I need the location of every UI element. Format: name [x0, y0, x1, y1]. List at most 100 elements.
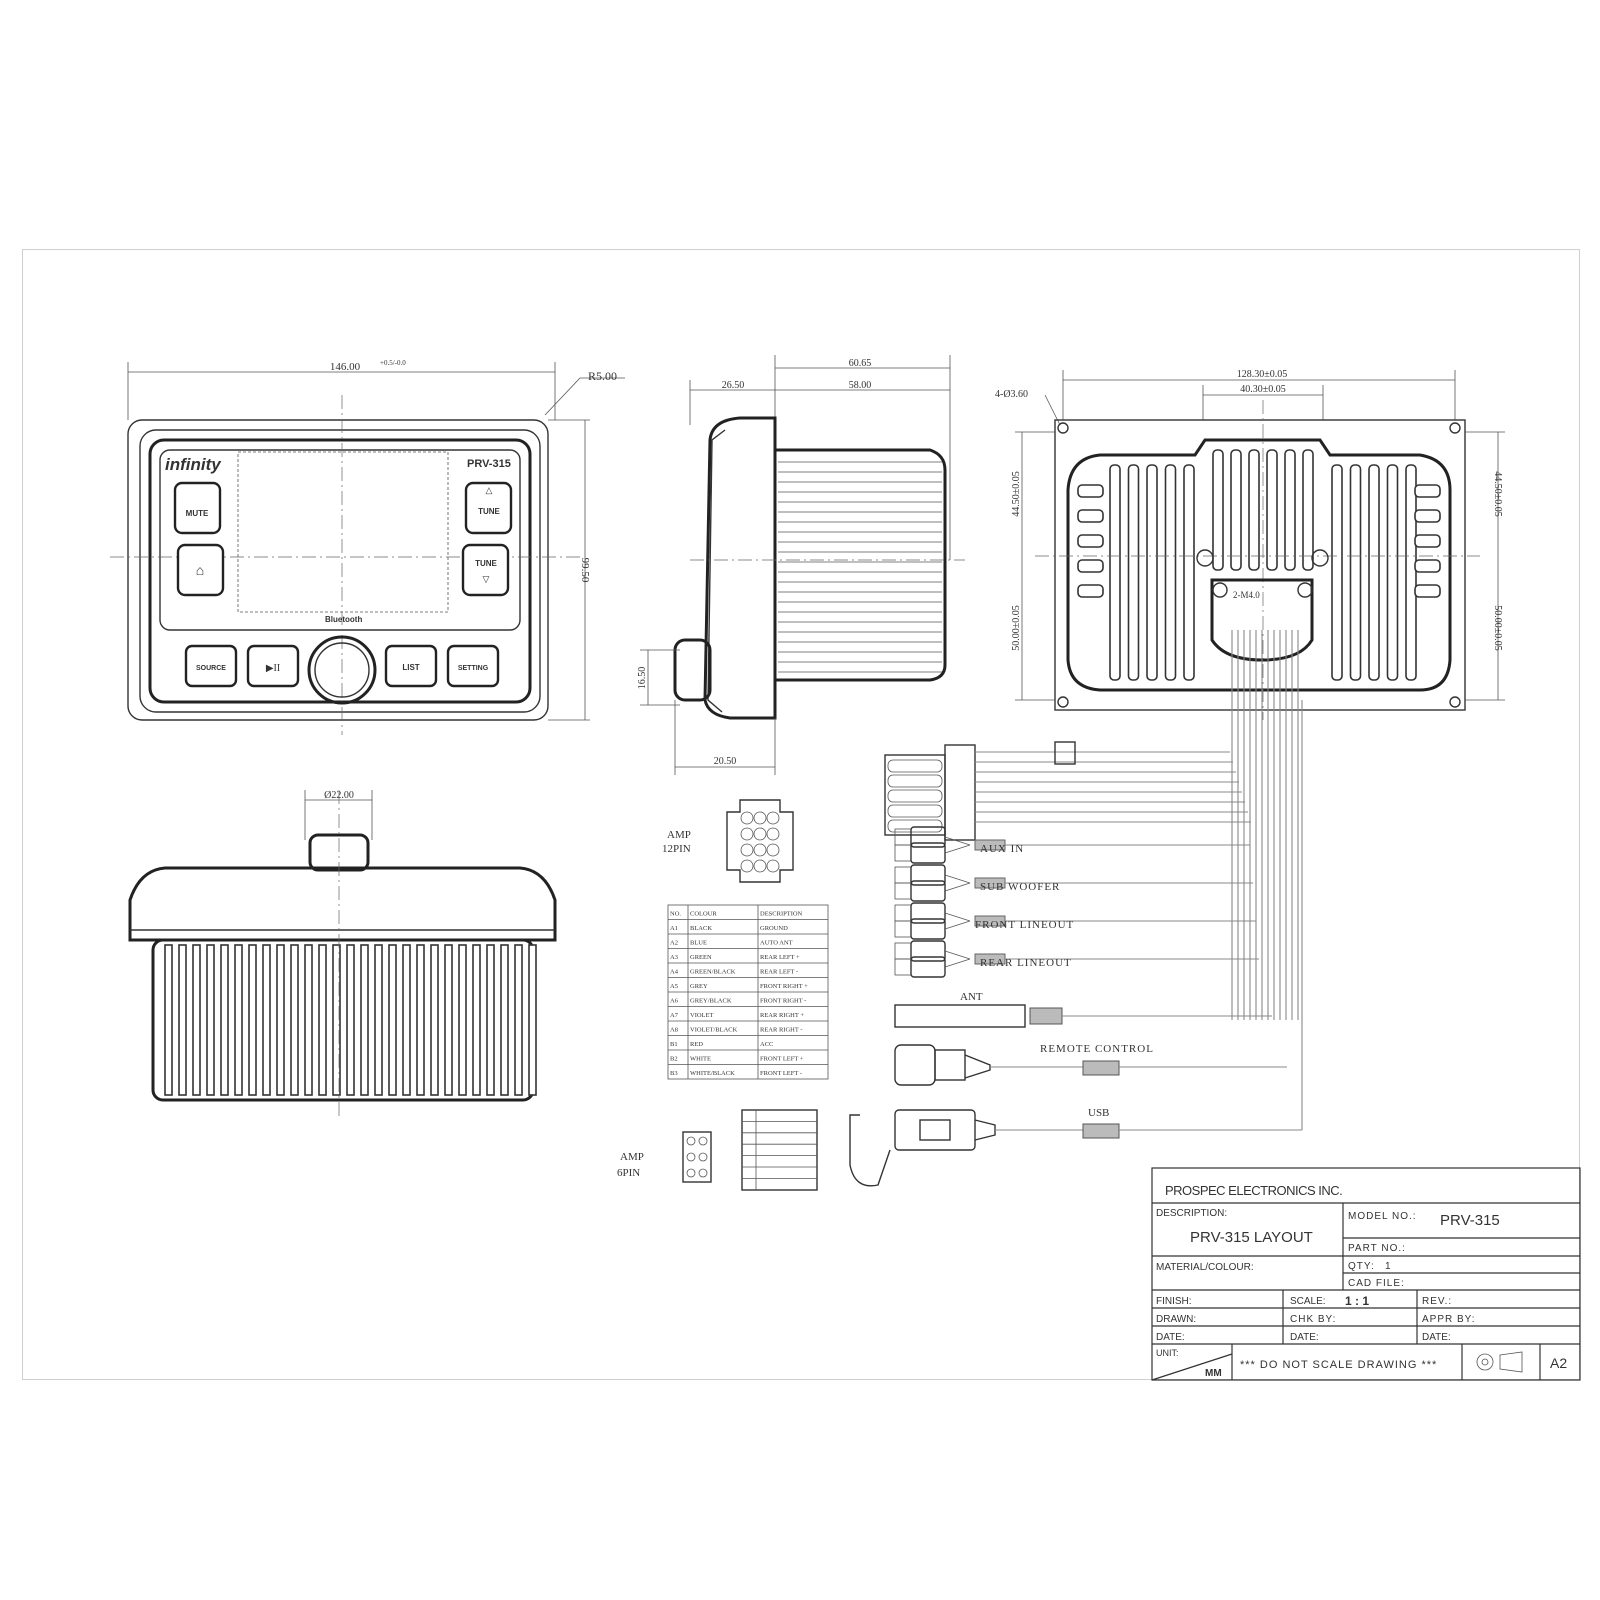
rca-shell [894, 942, 912, 960]
rear-fin [1183, 464, 1195, 681]
rca-shell [894, 828, 912, 846]
cad-file-label: CAD FILE: [1348, 1278, 1405, 1289]
rca-plug [910, 956, 946, 978]
top-fin [458, 944, 467, 1096]
rear-side-fin [1414, 584, 1441, 598]
pin-table-cell: A2 [670, 940, 678, 947]
volume-knob[interactable] [307, 635, 377, 705]
pin-table-cell: B2 [670, 1056, 678, 1063]
rca-plug [910, 902, 946, 924]
rear-side-fin [1414, 534, 1441, 548]
finish-label: FINISH: [1156, 1296, 1192, 1307]
wiring-harness: AUX IN SUB WOOFER FRONT LINEOUT REAR LIN… [849, 630, 1303, 1187]
source-button[interactable] [184, 644, 238, 688]
company-name: PROSPEC ELECTRONICS INC. [1165, 1183, 1342, 1198]
rca-shell [894, 904, 912, 922]
top-fin [276, 944, 285, 1096]
mute-button[interactable] [173, 481, 222, 535]
model-no-label: MODEL NO.: [1348, 1211, 1417, 1222]
top-fin [234, 944, 243, 1096]
pin-table-cell: REAR RIGHT + [760, 1012, 804, 1019]
setting-button[interactable] [446, 644, 500, 688]
unit-label: UNIT: [1156, 1348, 1179, 1358]
side-front-depth: 26.50 [722, 380, 745, 391]
rear-holes-callout: 4-Ø3.60 [995, 389, 1028, 400]
pin-table-cell: FRONT LEFT - [760, 1070, 802, 1077]
top-fin [430, 944, 439, 1096]
amp12-pin [753, 811, 767, 825]
rear-side-fin [1414, 484, 1441, 498]
scale-label: SCALE: [1290, 1296, 1326, 1307]
qty-value: 1 [1385, 1261, 1391, 1272]
side-knob-height: 16.50 [637, 667, 648, 690]
top-fin [360, 944, 369, 1096]
amp12-pin [753, 827, 767, 841]
power-pin [887, 804, 943, 818]
top-fin [192, 944, 201, 1096]
rev-label: REV.: [1422, 1296, 1452, 1307]
play-pause-button[interactable] [246, 644, 300, 688]
rear-fin [1127, 464, 1140, 681]
power-pin [887, 819, 943, 833]
top-fin [178, 944, 187, 1096]
rear-fin-center [1302, 449, 1314, 571]
rear-fin-center [1248, 449, 1260, 571]
sheet-size: A2 [1550, 1355, 1567, 1371]
top-fin [472, 944, 481, 1096]
rca-plug [910, 842, 946, 864]
rear-fin-center [1284, 449, 1296, 571]
top-fin [388, 944, 397, 1096]
pin-table-cell: VIOLET/BLACK [690, 1027, 738, 1034]
pin-table-cell: FRONT RIGHT - [760, 998, 806, 1005]
pin-table-cell: FRONT RIGHT + [760, 983, 808, 990]
list-button[interactable] [384, 644, 438, 688]
pin-table-cell: B3 [670, 1070, 678, 1077]
top-fin [346, 944, 355, 1096]
aux-in-label: AUX IN [980, 843, 1024, 855]
amp12-pin [766, 859, 780, 873]
rca-shell [894, 866, 912, 884]
tune-down-label: TUNE [475, 559, 497, 568]
home-button[interactable] [176, 543, 225, 597]
source-label: SOURCE [196, 665, 226, 672]
setting-label: SETTING [458, 665, 489, 672]
rear-side-fin [1077, 534, 1104, 548]
top-fin [318, 944, 327, 1096]
tune-down-button[interactable] [461, 543, 510, 597]
home-icon: ⌂ [196, 564, 204, 579]
date-label-chk: DATE: [1290, 1332, 1319, 1343]
drawing-sheet [22, 249, 1580, 1380]
amp12-label: AMP [667, 829, 691, 841]
pin-table-cell: REAR LEFT + [760, 954, 800, 961]
pin-table-cell: GREY/BLACK [690, 998, 732, 1005]
pin-table-header: COLOUR [690, 911, 717, 918]
rca-plug [910, 864, 946, 886]
top-fin [500, 944, 509, 1096]
pin-table-cell: FRONT LEFT + [760, 1056, 804, 1063]
pin-table-cell: A4 [670, 969, 679, 976]
do-not-scale-notice: *** DO NOT SCALE DRAWING *** [1240, 1359, 1437, 1371]
rear-fin [1109, 464, 1121, 681]
pin-table-cell: A8 [670, 1027, 678, 1034]
date-label-appr: DATE: [1422, 1332, 1451, 1343]
rear-fin [1164, 464, 1177, 681]
top-fin [248, 944, 257, 1096]
pin-table-cell: GREEN [690, 954, 712, 961]
tune-up-button[interactable] [464, 481, 513, 535]
amp6-label: AMP [620, 1151, 644, 1163]
pin-table-cell: VIOLET [690, 1012, 713, 1019]
rear-side-fin [1077, 584, 1104, 598]
top-fin [402, 944, 411, 1096]
brand-logo: infinity [165, 455, 222, 474]
tune-down-arrow-icon: ▽ [483, 574, 490, 584]
top-fin [444, 944, 453, 1096]
top-fin [514, 944, 523, 1096]
model-no-value: PRV-315 [1440, 1212, 1500, 1229]
rca-plug [910, 918, 946, 940]
front-height-dim: 99.50 [579, 558, 591, 583]
rear-right-top-dim: 44.50±0.05 [1492, 471, 1503, 517]
screw-callout: 2-M4.0 [1233, 590, 1260, 600]
